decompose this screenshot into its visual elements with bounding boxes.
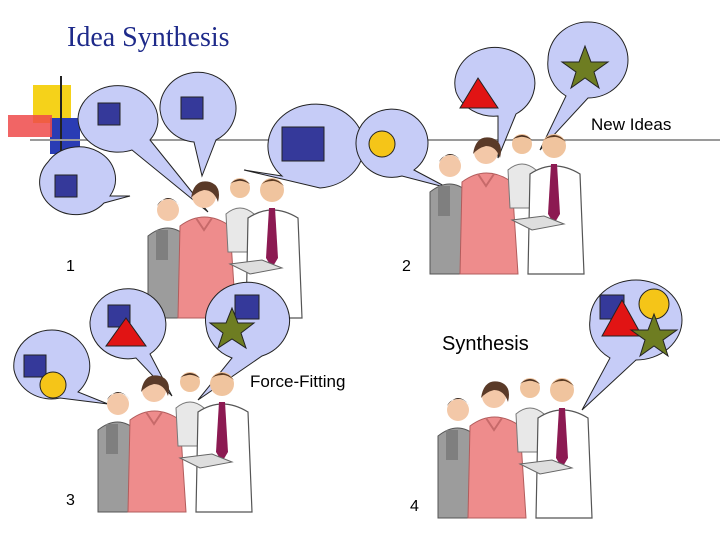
label-step-3: 3 [66,492,75,509]
bubble-1b [77,85,209,213]
bubble-4-synthesis [581,279,683,411]
bubble-1a [39,146,131,216]
bubble-3a [13,329,109,405]
bubble-3c [197,281,291,401]
label-step-2: 2 [402,258,411,275]
label-step-4: 4 [410,498,419,515]
label-force-fitting: Force-Fitting [250,372,346,391]
bubble-1c [159,71,237,178]
bubble-2a [243,103,365,189]
label-synthesis: Synthesis [442,333,529,355]
bubble-2b [355,108,449,189]
bubble-2d [539,21,629,151]
people-group-4 [437,377,593,519]
people-group-3 [97,371,253,513]
slide-title: Idea Synthesis [67,22,230,53]
deco-red-square [8,115,52,137]
bubble-2c [454,46,536,159]
people-group-2 [429,133,585,275]
label-step-1: 1 [66,258,75,275]
bubble-3b [89,288,173,397]
label-new-ideas: New Ideas [591,115,672,134]
